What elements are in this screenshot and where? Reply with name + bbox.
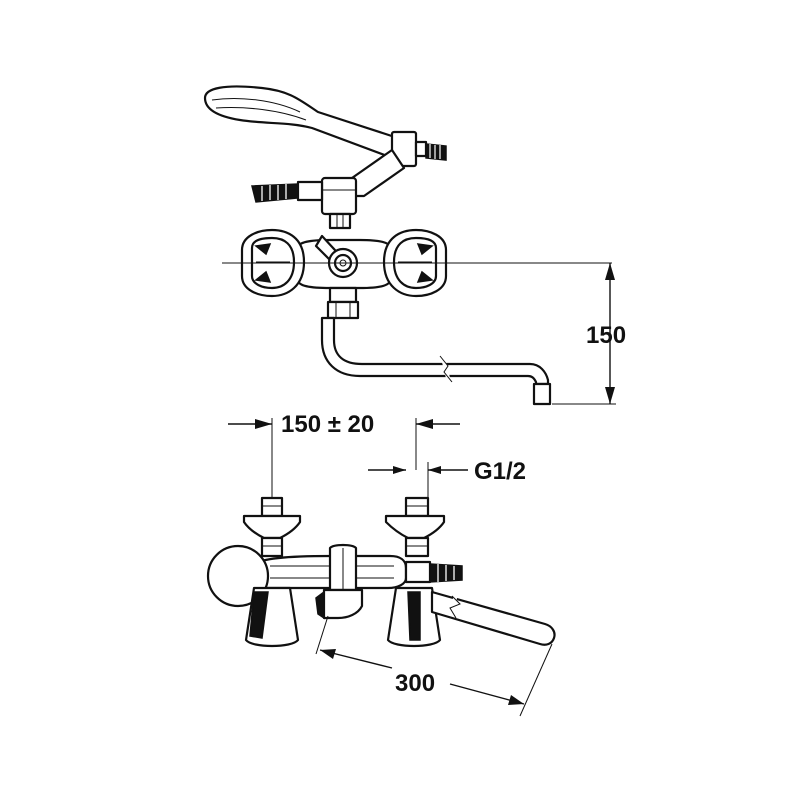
dim-height-label: 150 bbox=[586, 322, 626, 349]
plan-view: 150 ± 20 G1/2 bbox=[206, 411, 556, 717]
plan-hose-connector bbox=[404, 560, 463, 584]
dim-spout-length-label: 300 bbox=[395, 670, 435, 697]
dim-thread-label: G1/2 bbox=[474, 458, 526, 485]
spout-connector bbox=[326, 286, 360, 320]
shower-arm bbox=[348, 148, 406, 198]
dim-thread: G1/2 bbox=[368, 458, 526, 500]
dim-spout-length: 300 bbox=[315, 615, 553, 717]
left-inlet bbox=[242, 496, 302, 558]
hand-shower bbox=[203, 85, 406, 162]
front-elevation: 150 bbox=[203, 85, 626, 406]
dim-center-distance: 150 ± 20 bbox=[228, 411, 460, 500]
dim-center-distance-label: 150 ± 20 bbox=[281, 411, 374, 438]
dim-height: 150 bbox=[552, 263, 626, 405]
spout-break bbox=[439, 355, 453, 383]
plan-right-handle bbox=[386, 586, 442, 648]
plan-diverter bbox=[315, 543, 364, 620]
right-inlet bbox=[384, 496, 446, 558]
plan-left-handle bbox=[244, 586, 300, 648]
spout bbox=[320, 316, 550, 386]
aerator bbox=[532, 382, 552, 406]
diverter bbox=[251, 176, 358, 230]
plan-spout bbox=[430, 590, 556, 646]
